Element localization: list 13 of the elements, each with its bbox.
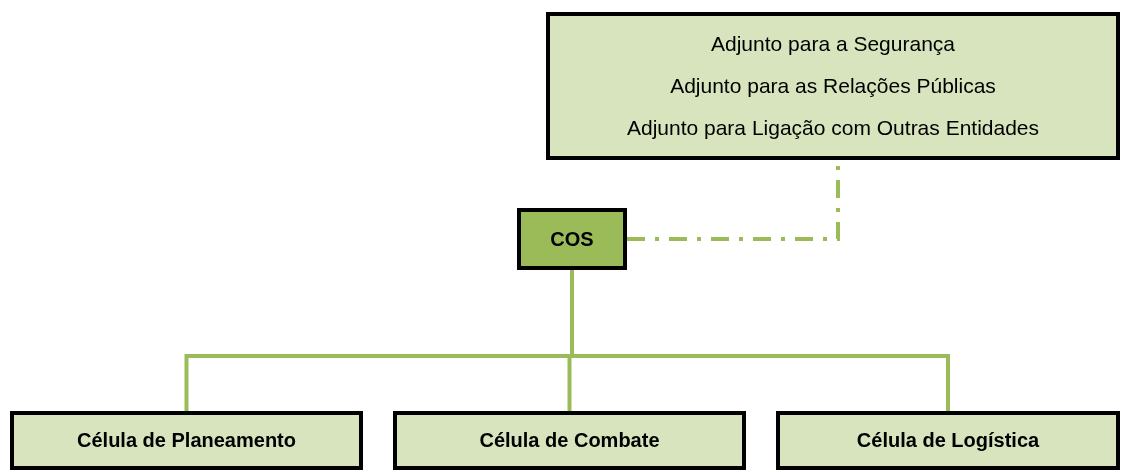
node-label: Adjunto para Ligação com Outras Entidades [626, 115, 1040, 142]
cell-box [393, 411, 746, 470]
staff-box [546, 12, 1120, 160]
command-box [517, 208, 627, 270]
connector-line [570, 270, 950, 411]
node-label: Célula de Planeamento [77, 428, 296, 453]
node-label: Adjunto para as Relações Públicas [670, 72, 996, 99]
cell-box [10, 411, 363, 470]
cell-box [776, 411, 1120, 470]
node-label: COS [550, 226, 594, 252]
node-label: Célula de Logística [856, 428, 1040, 453]
node-label: Adjunto para a Segurança [711, 30, 955, 57]
node-label: Célula de Combate [479, 428, 660, 453]
